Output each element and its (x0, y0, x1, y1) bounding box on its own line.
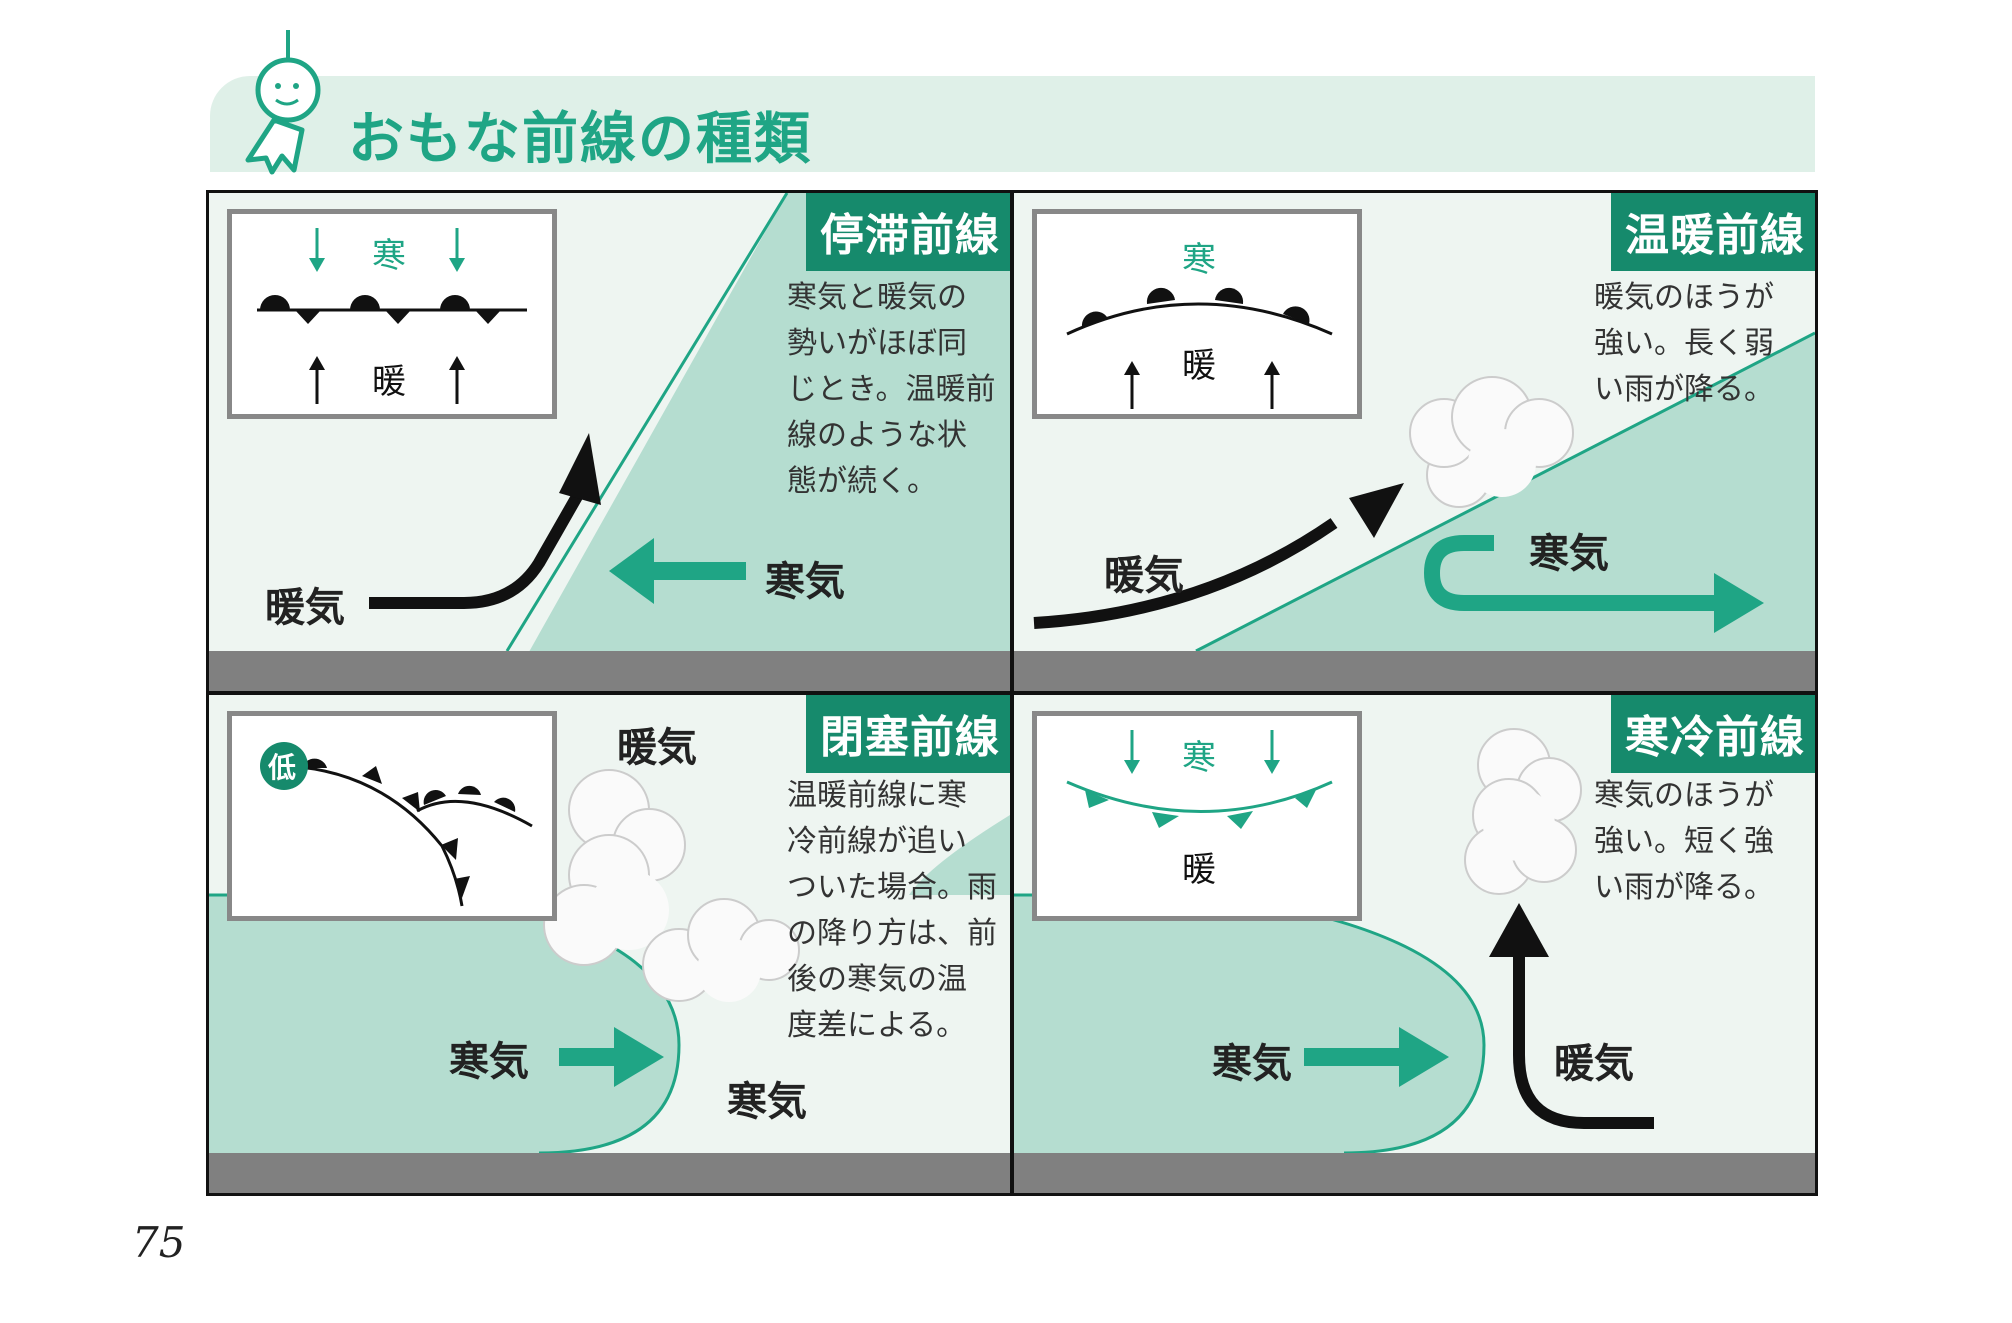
panel-cold-front: 寒 暖 寒冷前線 寒気のほうが 強い。短く強 い雨が降る。 寒気 暖気 (1014, 695, 1815, 1193)
warm-air-label: 暖気 (1554, 1041, 1634, 1087)
stationary-front-symbol: 寒 暖 (227, 209, 557, 419)
symbol-cold-label: 寒 (372, 236, 406, 276)
air-mass-diagram (1033, 331, 1815, 653)
panel-title: 寒冷前線 (1611, 695, 1815, 773)
air-mass-diagram (369, 193, 1010, 691)
panel-description: 暖気のほうが 強い。長く弱 い雨が降る。 (1594, 280, 1774, 407)
warm-air-label: 暖気 (265, 585, 345, 631)
symbol-warm-label: 暖 (372, 362, 406, 402)
panel-description: 寒気のほうが 強い。短く強 い雨が降る。 (1594, 778, 1774, 905)
panel-title: 温暖前線 (1611, 193, 1815, 271)
panel-occluded-front: 低 閉塞前線 温暖前線に寒 冷前線が追い ついた場合。雨 の降り方は、前 後の寒… (209, 695, 1010, 1193)
symbol-cold-label: 寒 (1182, 738, 1216, 778)
page-title: おもな前線の種類 (348, 107, 812, 172)
cloud-icon (1409, 376, 1574, 508)
header-band (210, 76, 1815, 172)
cold-front-symbol: 寒 暖 (1032, 711, 1362, 921)
cloud-icon (543, 769, 800, 1002)
cold-air-label: 寒気 (1529, 531, 1609, 577)
symbol-warm-label: 暖 (1182, 346, 1216, 386)
panel-warm-front: 寒 暖 温暖前線 暖気のほうが 強い。長く弱 い雨が降る。 暖気 寒気 (1014, 193, 1815, 691)
cold-air-label-left: 寒気 (449, 1039, 529, 1085)
cold-air-label-right: 寒気 (727, 1079, 807, 1125)
panel-stationary-front: 寒 暖 停滞前線 寒気と暖気の 勢いがほぼ同 じとき。温暖前 線のような状 態が… (209, 193, 1010, 691)
panel-description: 寒気と暖気の 勢いがほぼ同 じとき。温暖前 線のような状 態が続く。 (787, 280, 996, 499)
panel-title: 閉塞前線 (806, 695, 1010, 773)
fronts-diagram: 寒 暖 停滞前線 寒気と暖気の 勢いがほぼ同 じとき。温暖前 線のような状 態が… (206, 190, 1818, 1196)
ground (1014, 1153, 1815, 1193)
teru-teru-bozu-icon (245, 30, 321, 175)
panel-description: 温暖前線に寒 冷前線が追い ついた場合。雨 の降り方は、前 後の寒気の温 度差に… (787, 778, 997, 1043)
ground (209, 1153, 1010, 1193)
air-mass-diagram (1014, 728, 1654, 1155)
air-mass-diagram (209, 769, 1010, 1155)
cloud-icon (1464, 728, 1582, 895)
warm-air-label: 暖気 (617, 725, 697, 771)
cold-air-label: 寒気 (1212, 1041, 1292, 1087)
cold-air-label: 寒気 (765, 559, 845, 605)
low-pressure-label: 低 (268, 751, 297, 784)
ground (1014, 651, 1815, 691)
warm-front-symbol: 寒 暖 (1032, 209, 1362, 419)
warm-air-label: 暖気 (1104, 553, 1184, 599)
ground (209, 651, 1010, 691)
symbol-cold-label: 寒 (1182, 240, 1216, 280)
page-number: 75 (132, 1218, 186, 1267)
symbol-warm-label: 暖 (1182, 850, 1216, 890)
panel-title: 停滞前線 (806, 193, 1010, 271)
occluded-front-symbol: 低 (227, 711, 557, 921)
